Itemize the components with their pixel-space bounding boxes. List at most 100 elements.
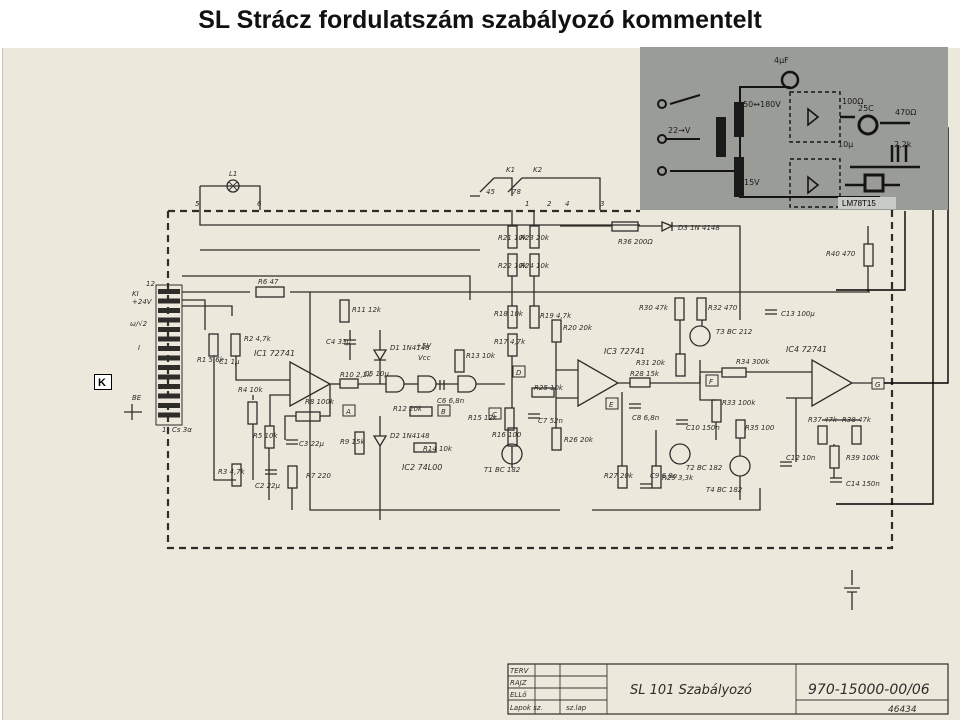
opamp-label: IC2 74L00 [402,463,442,472]
resistor-r6 [255,286,285,298]
title-block-row: TERV [510,667,530,675]
resistor-r25 [531,387,555,398]
component-label: R12 20k [393,405,423,413]
capacitor-c3 [286,439,298,445]
connector-pin-label: Cs 3α [172,426,192,434]
connector-pin [158,308,180,313]
component-label: R15 12k [468,414,498,422]
opamp-ic4 [811,358,854,408]
component-label: R34 300k [736,358,770,366]
title-block-row: ELLő [510,690,527,699]
component-label: R6 47 [258,278,279,286]
component-label: R32 470 [708,304,738,312]
inset-regulator-label: LM78T15 [842,199,876,208]
lamp-icon [226,179,240,193]
inset-sketch: 4µF 100Ω 25C 470Ω 10μ 2,2k 150↔180V 22→V… [640,47,948,210]
connector-pin [158,327,180,332]
component-label: R26 20k [564,436,594,444]
resistor-r12 [409,406,433,417]
connector-pin [158,336,180,342]
component-label: R40 470 [826,250,856,258]
resistor-r37 [817,425,828,445]
component-label: R21 10k [498,234,528,242]
inset-sketch-drawing: 4µF 100Ω 25C 470Ω 10μ 2,2k 150↔180V 22→V… [657,56,920,209]
block-marker-box [342,404,356,417]
terminal-label: 2 [547,200,552,208]
connector-pin [158,317,180,323]
component-label: R29 3,3k [662,474,694,482]
component-label: R8 100k [305,398,335,406]
title-block-row: Lapok sz. [510,704,543,712]
component-label: R7 220 [306,472,331,480]
component-label: R31 20k [636,359,666,367]
component-label: R4 10k [238,386,263,394]
component-label: C5 10μ [364,370,389,378]
terminal-label: 6 [257,200,262,208]
terminal-label: 78 [512,188,521,196]
capacitor-c4 [344,330,356,360]
connector-pin [158,412,180,418]
title-block [507,663,949,715]
component-label: D2 1N4148 [390,432,430,440]
inset-note-cap3: 10μ [838,140,853,149]
resistor-r14 [413,442,437,453]
opamp-ic3 [577,358,620,408]
block-marker-box [512,365,526,378]
inset-note-cap2: 25C [858,104,874,113]
component-label: D1 1N4148 [390,344,430,352]
inset-note-r3: 2,2k [894,140,912,149]
component-label: +5V [416,342,432,350]
component-label: C8 6,8n [632,414,659,422]
component-label: T4 BC 182 [706,486,743,494]
component-label: T1 BC 182 [484,466,521,474]
block-marker-label: F [709,378,714,386]
component-label: C10 150n [686,424,720,432]
component-label: R37 47k [808,416,838,424]
marker-k: K [94,374,112,390]
component-label: R17 4,7k [494,338,526,346]
connector-pin [158,384,180,389]
component-label: C1 1μ [219,358,240,366]
inset-note-cap: 4µF [774,56,789,65]
connector-pin [158,374,180,380]
component-label: C2 22μ [255,482,280,490]
connector-pin [158,289,180,294]
component-label: R5 10k [253,432,278,440]
component-label: R28 15k [630,370,660,378]
capacitor-c10 [676,419,688,425]
resistor-r15 [504,407,515,431]
transistor-t1 [501,443,523,465]
component-label: R9 15k [340,438,365,446]
block-marker-box [437,404,451,417]
component-label: R25 10k [534,384,564,392]
component-label: R38 47k [842,416,872,424]
transistor-t2 [669,443,691,465]
annotation-wire [836,211,906,291]
connector-pin [158,393,180,399]
component-label: C3 22μ [299,440,324,448]
capacitor-c8 [629,403,641,409]
inset-note-r1: 100Ω [842,97,863,106]
component-label: R11 12k [352,306,382,314]
connector-pin-label: ω/√2 [130,320,148,328]
title-block-row: RAJZ [510,679,527,687]
component-label: D3 1N 4148 [678,224,720,232]
switch-k1-k2 [479,177,523,193]
component-label: C12 10n [786,454,815,462]
component-label: Vcc [418,354,431,362]
terminal-label: K2 [533,166,543,174]
connector-pin-label: 1 [162,426,166,434]
capacitor-c13 [765,309,777,315]
component-label: C7 52n [538,417,563,425]
component-label: R20 20k [563,324,593,332]
input-ground-icon [124,404,142,420]
component-label: R33 100k [722,399,756,407]
opamp-label: IC3 72741 [604,347,645,356]
connector-pin [158,346,180,351]
capacitor-c9 [640,483,652,489]
opamp-ic1 [289,360,332,408]
component-label: R36 200Ω [618,238,653,246]
inset-note-v3: 15V [744,178,760,187]
component-label: R2 4,7k [244,335,272,343]
capacitor-c2 [265,469,277,475]
